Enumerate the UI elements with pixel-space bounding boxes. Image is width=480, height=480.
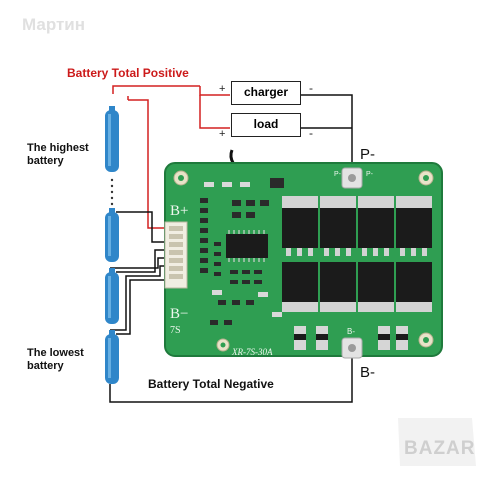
bms-board: B+ B− 7S XR-7S-30A P- P- B- — [164, 149, 443, 359]
mosfet — [282, 196, 318, 256]
board-b-plus: B+ — [170, 203, 188, 219]
p-minus-terminal-label: P- — [360, 146, 375, 163]
battery-cell — [105, 106, 119, 172]
mosfet — [320, 262, 356, 312]
board-series: 7S — [170, 325, 181, 336]
smd-components — [200, 178, 284, 325]
board-p-small: P- — [334, 171, 342, 178]
positive-wire-load — [199, 95, 230, 129]
load-minus-sign: - — [309, 126, 313, 140]
negative-wire — [109, 356, 353, 403]
charger-minus-sign: - — [309, 81, 313, 95]
lowest-battery-label: The lowest battery — [27, 347, 84, 372]
board-b-small: B- — [347, 327, 355, 336]
ellipsis-dots — [110, 178, 114, 206]
bazar-logo — [398, 418, 476, 466]
highest-battery-label: The highest battery — [27, 142, 89, 167]
positive-wire-top — [112, 85, 200, 94]
total-positive-label: Battery Total Positive — [67, 66, 189, 80]
positive-wire-board — [128, 99, 165, 229]
mosfet — [358, 262, 394, 312]
battery-cell — [105, 208, 119, 262]
corner-logo: BAZAR — [404, 438, 476, 459]
battery-stack — [105, 106, 119, 384]
positive-wire-charger — [199, 86, 230, 96]
load-plus-sign: + — [219, 128, 225, 140]
total-negative-label: Battery Total Negative — [148, 377, 274, 391]
battery-cell — [105, 330, 119, 384]
battery-cell — [105, 268, 119, 324]
wiring — [109, 85, 353, 403]
charger-box: charger — [231, 81, 301, 105]
mosfet — [282, 262, 318, 312]
charger-plus-sign: + — [219, 83, 225, 95]
board-p-small-2: P- — [366, 171, 374, 178]
watermark-text: Мартин — [22, 15, 86, 34]
board-b-minus: B− — [170, 306, 188, 322]
mosfet-array — [282, 196, 432, 312]
mosfet — [358, 196, 394, 256]
charger-negative-wire — [290, 94, 353, 170]
b-minus-terminal-label: B- — [360, 364, 375, 381]
load-box: load — [231, 113, 301, 137]
board-model: XR-7S-30A — [231, 347, 273, 357]
mosfet — [320, 196, 356, 256]
control-ic — [226, 234, 268, 258]
mosfet — [396, 196, 432, 256]
mosfet — [396, 262, 432, 312]
